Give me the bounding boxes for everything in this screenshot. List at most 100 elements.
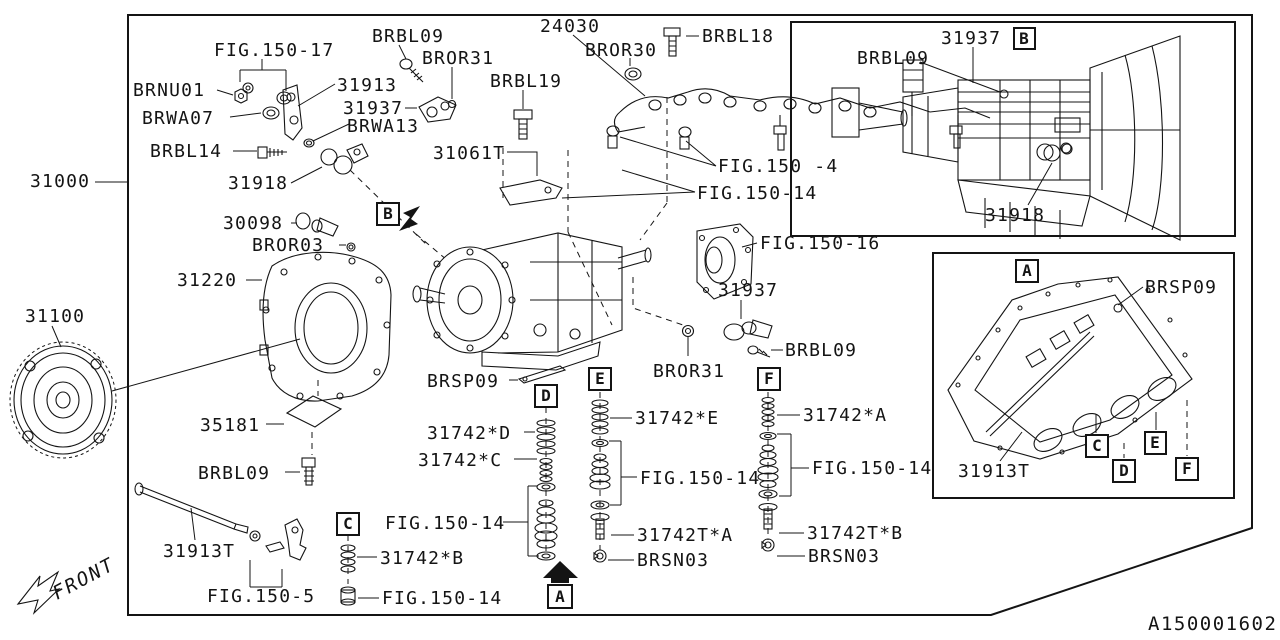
part-label-31742d: 31742*D <box>427 423 511 444</box>
part-label-31220: 31220 <box>177 270 237 291</box>
ref-label-fig150-17: FIG.150-17 <box>214 40 334 61</box>
switch-31937-mid-drawing <box>681 319 773 358</box>
inset-br-label-31913t: 31913T <box>958 461 1030 482</box>
inset-transmission-side-view <box>831 35 1181 241</box>
part-label-31100: 31100 <box>25 306 85 327</box>
direction-arrow-icon <box>399 206 420 231</box>
callout-box-f-main: F <box>757 367 781 391</box>
part-label-brwa07: BRWA07 <box>142 108 214 129</box>
part-label-31918: 31918 <box>228 173 288 194</box>
front-label: FRONT <box>49 553 119 604</box>
part-label-31000: 31000 <box>30 171 90 192</box>
part-label-bror03: BROR03 <box>252 235 324 256</box>
callout-box-e-inset: E <box>1144 431 1167 455</box>
callout-box-c-main: C <box>336 512 360 536</box>
inset-top-right-labels: BRBL09 31937 31918 <box>857 28 1045 226</box>
callout-letter-f: F <box>764 369 774 388</box>
valve-column-c-drawing <box>340 544 356 606</box>
inset-bottom-right-border <box>932 252 1235 499</box>
callout-letter-a-inset: A <box>1022 261 1032 280</box>
drawing-borders <box>127 14 1253 616</box>
valve-column-f-drawing <box>757 396 779 552</box>
bolt-brbl09-lower-drawing <box>301 457 316 486</box>
callout-box-f-inset: F <box>1175 457 1199 481</box>
part-label-brsp09: BRSP09 <box>427 371 499 392</box>
valve-column-d-drawing <box>534 419 558 561</box>
part-label-brbl19: BRBL19 <box>490 71 562 92</box>
callout-box-d-main: D <box>534 384 558 408</box>
callout-letter-f-inset: F <box>1182 459 1192 478</box>
part-label-brbl09-lower: BRBL09 <box>198 463 270 484</box>
callout-letter-e-inset: E <box>1150 433 1160 452</box>
up-arrow-icon <box>543 561 578 583</box>
ref-label-fig150-14-top: FIG.150-14 <box>697 183 817 204</box>
leader-lines <box>51 34 1157 599</box>
inset-valve-body-view <box>947 276 1193 460</box>
detent-spring-brsp09-drawing <box>517 365 567 384</box>
harness-drawing <box>613 59 991 151</box>
callout-box-b-main: B <box>376 202 420 231</box>
part-label-31061t: 31061T <box>433 143 505 164</box>
main-labels: 31000 FIG.150-17 BRNU01 BRWA07 BRBL14 31… <box>25 16 931 609</box>
converter-housing-drawing <box>259 251 392 402</box>
part-label-bror31-top: BROR31 <box>422 48 494 69</box>
inset-tr-label-31937: 31937 <box>941 28 1001 49</box>
part-label-31742a: 31742*A <box>803 405 887 426</box>
part-label-31742ta: 31742T*A <box>637 525 733 546</box>
part-label-31742tb: 31742T*B <box>807 523 903 544</box>
torque-converter-drawing <box>9 341 117 459</box>
part-label-31742c: 31742*C <box>418 450 502 471</box>
part-label-bror31-mid: BROR31 <box>653 361 725 382</box>
main-border <box>127 14 1253 616</box>
part-label-31742b: 31742*B <box>380 548 464 569</box>
ref-label-fig150-16: FIG.150-16 <box>760 233 880 254</box>
part-label-31937-mid: 31937 <box>718 280 778 301</box>
part-label-brsn03-f: BRSN03 <box>808 546 880 567</box>
ref-label-fig150-4: FIG.150 -4 <box>718 156 838 177</box>
part-label-brnu01: BRNU01 <box>133 80 205 101</box>
callout-box-a-inset: A <box>1015 259 1039 283</box>
callout-box-d-inset: D <box>1112 459 1136 483</box>
part-label-31913t: 31913T <box>163 541 235 562</box>
part-label-brwa13: BRWA13 <box>347 116 419 137</box>
sensor-30098-drawing <box>295 212 356 252</box>
part-label-31742e: 31742*E <box>635 408 719 429</box>
part-label-31937-top: 31937 <box>343 98 403 119</box>
inset-bottom-right-labels: BRSP09 31913T <box>958 277 1217 482</box>
callout-letter-e: E <box>595 369 605 388</box>
selector-shaft-31913t-drawing <box>134 482 307 561</box>
callout-box-b-inset: B <box>1013 27 1036 50</box>
valve-column-e-drawing <box>589 399 611 563</box>
callout-boxes: B D E F C A B A <box>336 27 1199 609</box>
ref-label-fig150-14-c: FIG.150-14 <box>382 588 502 609</box>
part-label-brsn03-e: BRSN03 <box>637 550 709 571</box>
part-label-brbl09-top: BRBL09 <box>372 26 444 47</box>
sensor-31918-drawing <box>320 143 369 175</box>
callout-box-e-main: E <box>588 367 612 391</box>
ref-label-fig150-5: FIG.150-5 <box>207 586 315 607</box>
part-label-brbl09-mid: BRBL09 <box>785 340 857 361</box>
inset-br-label-brsp09: BRSP09 <box>1145 277 1217 298</box>
front-marker: FRONT <box>16 553 119 615</box>
transmission-assembly-drawing <box>412 232 652 371</box>
part-label-24030: 24030 <box>540 16 600 37</box>
small-fasteners-top <box>234 27 692 206</box>
gasket-35181-drawing <box>285 395 343 428</box>
part-label-bror30: BROR30 <box>585 40 657 61</box>
inset-top-right-border <box>790 21 1236 237</box>
part-label-35181: 35181 <box>200 415 260 436</box>
extension-case-drawing <box>696 223 754 300</box>
inset-tr-label-31918: 31918 <box>985 205 1045 226</box>
callout-box-a-main: A <box>543 561 578 609</box>
callout-letter-b-inset: B <box>1019 29 1029 48</box>
callout-letter-d-inset: D <box>1119 461 1129 480</box>
callout-letter-c: C <box>343 514 353 533</box>
drawing-number: A150001602 <box>1148 613 1277 635</box>
part-label-brbl14: BRBL14 <box>150 141 222 162</box>
inset-tr-label-brbl09: BRBL09 <box>857 48 929 69</box>
callout-letter-c-inset: C <box>1092 436 1102 455</box>
part-label-31913: 31913 <box>337 75 397 96</box>
callout-box-c-inset: C <box>1085 434 1109 458</box>
